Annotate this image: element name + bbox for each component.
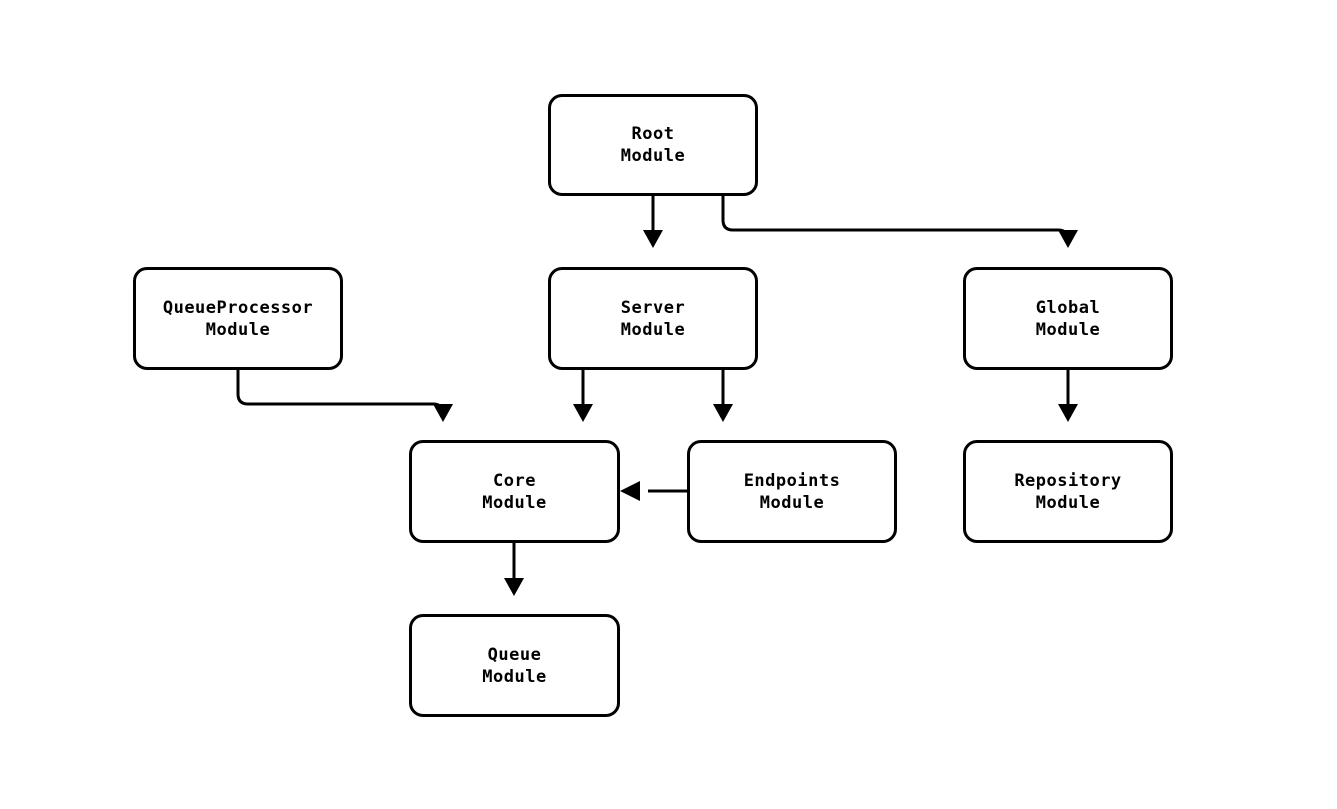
node-core[interactable]: Core Module	[409, 440, 620, 543]
node-core-subtitle: Module	[482, 492, 547, 513]
node-server-subtitle: Module	[620, 319, 686, 340]
node-queueprocessor-subtitle: Module	[205, 319, 271, 340]
edge-root-to-global	[721, 196, 1078, 248]
node-root[interactable]: Root Module	[548, 94, 758, 196]
node-endpoints[interactable]: Endpoints Module	[687, 440, 897, 543]
node-global-title: Global	[1035, 297, 1101, 318]
node-root-title: Root	[631, 124, 675, 144]
node-repository[interactable]: Repository Module	[963, 440, 1173, 543]
node-repository-subtitle: Module	[1035, 492, 1101, 513]
node-root-subtitle: Module	[620, 146, 686, 166]
node-repository-title: Repository	[1014, 470, 1122, 491]
edge-root-to-server	[643, 196, 663, 248]
node-core-title: Core	[493, 470, 536, 491]
edge-server-to-endpoints	[713, 370, 733, 422]
edge-global-to-repository	[1058, 370, 1078, 422]
edge-queueprocessor-to-core	[236, 370, 453, 422]
node-queue[interactable]: Queue Module	[409, 614, 620, 717]
node-server[interactable]: Server Module	[548, 267, 758, 370]
node-queue-title: Queue	[487, 644, 542, 665]
node-global-subtitle: Module	[1035, 319, 1101, 340]
node-global[interactable]: Global Module	[963, 267, 1173, 370]
node-endpoints-subtitle: Module	[759, 492, 825, 513]
edge-core-to-queue	[504, 543, 524, 596]
edge-endpoints-to-core	[620, 481, 687, 501]
node-queueprocessor[interactable]: QueueProcessor Module	[133, 267, 343, 370]
edge-server-to-core	[573, 370, 593, 422]
node-server-title: Server	[620, 297, 686, 318]
node-queue-subtitle: Module	[482, 666, 547, 687]
node-endpoints-title: Endpoints	[743, 470, 841, 491]
node-queueprocessor-title: QueueProcessor	[162, 297, 314, 318]
